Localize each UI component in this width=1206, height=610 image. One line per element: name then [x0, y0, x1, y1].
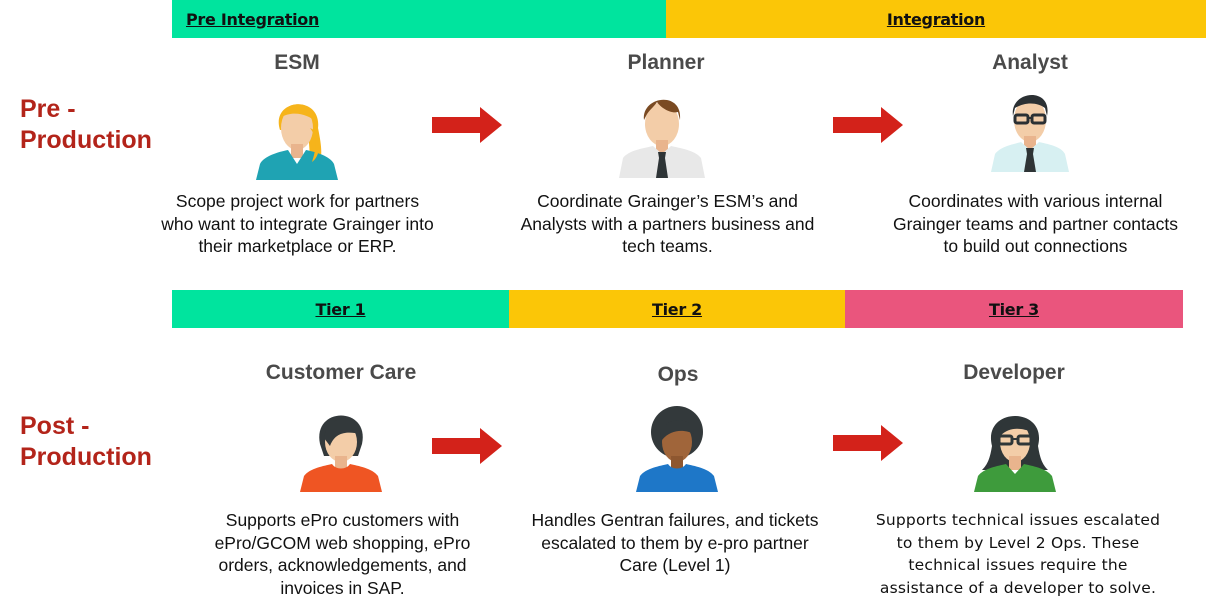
tier-3-label: Tier 3: [988, 299, 1040, 319]
role-description-planner: Coordinate Grainger’s ESM’s and Analysts…: [520, 191, 815, 256]
pre-integration-label: Pre Integration: [186, 9, 320, 29]
tier-2-band: Tier 2: [509, 290, 845, 328]
pre-production-label: Pre - Production: [20, 95, 152, 154]
man-tie-avatar-icon: [619, 99, 705, 178]
tier-1-band: Tier 1: [172, 290, 509, 328]
man-glasses-avatar-icon: [991, 94, 1069, 172]
role-title-ops: Ops: [657, 363, 699, 386]
right-arrow-icon: [432, 428, 502, 464]
right-arrow-icon: [432, 107, 502, 143]
role-description-analyst: Coordinates with various internal Graing…: [892, 191, 1178, 256]
pre-integration-band: Pre Integration: [172, 0, 666, 38]
role-title-developer: Developer: [963, 361, 1065, 384]
woman-blonde-avatar-icon: [256, 104, 338, 180]
tier-2-label: Tier 2: [651, 299, 703, 319]
role-title-esm: ESM: [274, 51, 320, 74]
role-description-customer-care: Supports ePro customers with ePro/GCOM w…: [214, 510, 471, 598]
role-title-customer-care: Customer Care: [265, 361, 417, 384]
integration-label: Integration: [886, 9, 986, 29]
woman-short-hair-avatar-icon: [300, 415, 382, 492]
integration-band: Integration: [666, 0, 1206, 38]
woman-curly-hair-avatar-icon: [636, 406, 718, 492]
right-arrow-icon: [833, 425, 903, 461]
post-production-label: Post - Production: [20, 412, 152, 471]
tier-3-band: Tier 3: [845, 290, 1183, 328]
role-description-esm: Scope project work for partners who want…: [161, 191, 434, 256]
role-title-analyst: Analyst: [992, 51, 1068, 74]
role-title-planner: Planner: [627, 51, 705, 74]
tier-1-label: Tier 1: [315, 299, 366, 319]
woman-glasses-avatar-icon: [974, 416, 1056, 492]
role-description-ops: Handles Gentran failures, and tickets es…: [531, 510, 819, 575]
right-arrow-icon: [833, 107, 903, 143]
role-description-developer: Supports technical issues escalated to t…: [875, 511, 1161, 597]
